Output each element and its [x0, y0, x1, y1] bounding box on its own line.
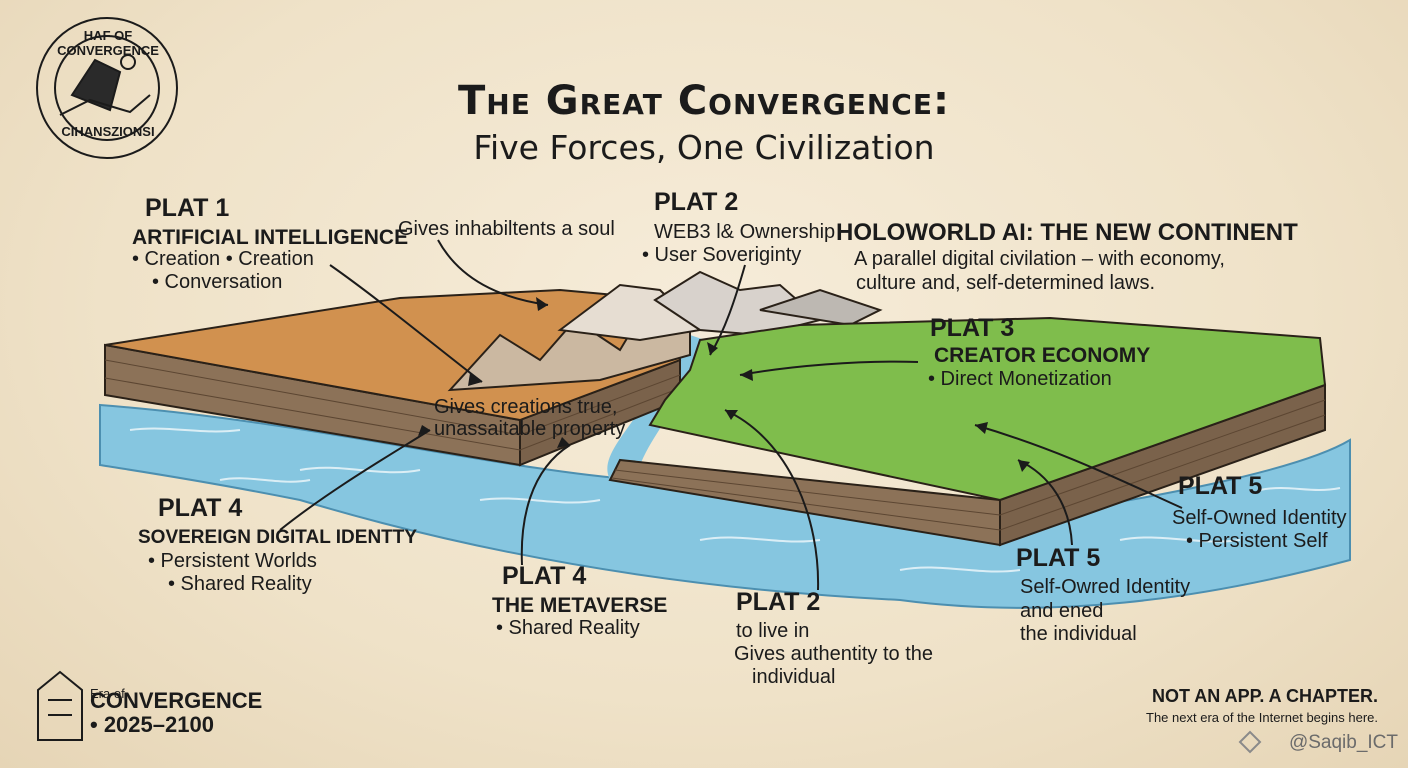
plat1-line2: • Conversation — [152, 271, 282, 294]
era-icon — [38, 672, 82, 740]
plat2-top-line1: • User Soveriginty — [642, 244, 801, 267]
plat1-heading: ARTIFICIAL INTELLIGENCE — [132, 226, 408, 250]
plat1-line1: • Creation • Creation — [132, 248, 314, 271]
holoworld-line1: A parallel digital civilation – with eco… — [854, 248, 1225, 271]
era-years: • 2025–2100 — [90, 712, 214, 738]
plat5-mid-line1: Self-Owred Identity — [1020, 576, 1190, 599]
plat4-mid-label: PLAT 4 — [502, 562, 586, 591]
plat4-mid-heading: THE METAVERSE — [492, 594, 667, 618]
plat5-mid-line2: and ened — [1020, 600, 1103, 623]
plat2-bottom-line2: Gives authentity to the — [734, 643, 933, 666]
watermark-text: @Saqib_ICT — [1289, 732, 1398, 754]
tagline-sub: The next era of the Internet begins here… — [1146, 710, 1378, 725]
property-note-line1: Gives creations true, — [434, 396, 617, 418]
plat4-left-heading: SOVEREIGN DIGITAL IDENTTY — [138, 527, 417, 549]
plat5-right-line1: Self-Owned Identity — [1172, 507, 1347, 530]
seal-top-text: HAF OF CONVERGENCE — [42, 28, 174, 58]
seal-bottom-text: CIHANSZIONSI — [44, 124, 172, 139]
plat2-bottom-line1: to live in — [736, 620, 809, 643]
plat3-label: PLAT 3 — [930, 314, 1014, 343]
plat3-line1: • Direct Monetization — [928, 368, 1112, 391]
subtitle: Five Forces, One Civilization — [0, 128, 1408, 167]
plat5-mid-line3: the individual — [1020, 623, 1137, 646]
era-big-text: CONVERGENCE — [90, 688, 262, 714]
plat5-mid-label: PLAT 5 — [1016, 544, 1100, 573]
plat4-left-line2: • Shared Reality — [168, 573, 312, 596]
plat2-bottom-line3: individual — [752, 666, 835, 689]
plat4-left-label: PLAT 4 — [158, 494, 242, 523]
property-note-line2: unassaitable property — [434, 418, 625, 440]
watermark-icon — [1240, 732, 1260, 752]
holoworld-line2: culture and, self-determined laws. — [856, 272, 1155, 295]
tagline-main: NOT AN APP. A CHAPTER. — [1152, 686, 1378, 707]
plat2-top-label: PLAT 2 — [654, 188, 738, 217]
holoworld-heading: HOLOWORLD AI: THE NEW CONTINENT — [836, 219, 1298, 247]
main-title: The Great Convergence: — [0, 78, 1408, 124]
plat2-top-heading: WEB3 l& Ownership — [654, 221, 835, 244]
plat1-label: PLAT 1 — [145, 194, 229, 223]
soul-note: Gives inhabiltents a soul — [398, 218, 615, 240]
plat2-bottom-label: PLAT 2 — [736, 588, 820, 617]
plat5-right-label: PLAT 5 — [1178, 472, 1262, 501]
plat4-left-line1: • Persistent Worlds — [148, 550, 317, 573]
plat3-heading: CREATOR ECONOMY — [934, 344, 1150, 368]
plat5-right-line2: • Persistent Self — [1186, 530, 1328, 553]
plat4-mid-line1: • Shared Reality — [496, 617, 640, 640]
